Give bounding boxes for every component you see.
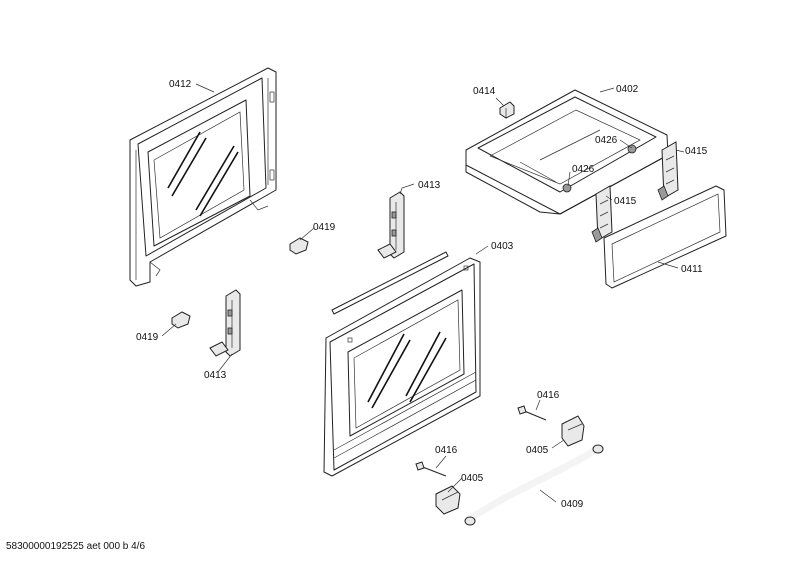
callout-0419-lower: 0419 bbox=[136, 332, 159, 343]
hinge-part-0413-upper bbox=[377, 191, 405, 259]
panel-part-0411 bbox=[603, 185, 727, 289]
end-cap-part-0405-right bbox=[561, 415, 585, 447]
callout-0411: 0411 bbox=[681, 264, 703, 275]
outer-door-part bbox=[323, 257, 481, 477]
hinge-bracket-part-0415-left bbox=[591, 185, 613, 243]
callout-0415-right: 0415 bbox=[685, 146, 708, 157]
callout-0416-right: 0416 bbox=[537, 390, 560, 401]
callout-0412: 0412 bbox=[169, 79, 192, 90]
leader-lines bbox=[161, 83, 685, 503]
callout-0405-left: 0405 bbox=[461, 473, 484, 484]
callout-0403: 0403 bbox=[491, 241, 514, 252]
callout-0413-lower: 0413 bbox=[204, 370, 227, 381]
door-seal-strip bbox=[331, 251, 449, 315]
callout-0405-right: 0405 bbox=[526, 445, 549, 456]
oven-tray-part bbox=[465, 89, 669, 215]
callout-labels: 0412 0414 0402 0426 0426 0415 0415 0413 … bbox=[136, 79, 708, 510]
hinge-bracket-part-0415-right bbox=[657, 141, 679, 201]
screw-part-0416-right bbox=[517, 405, 547, 421]
document-footer-code: 58300000192525 aet 000 b 4/6 bbox=[6, 541, 146, 552]
end-cap-part-0405-left bbox=[435, 485, 461, 515]
callout-0426-lower: 0426 bbox=[572, 164, 595, 175]
hinge-part-0413-lower bbox=[209, 289, 241, 357]
callout-0413-upper: 0413 bbox=[418, 180, 441, 191]
callout-0414: 0414 bbox=[473, 86, 496, 97]
clip-part-0419-lower bbox=[171, 311, 191, 329]
callout-0415-left: 0415 bbox=[614, 196, 637, 207]
callout-0419-upper: 0419 bbox=[313, 222, 336, 233]
small-clip-part-0414 bbox=[499, 101, 515, 119]
handle-bar-part-0409 bbox=[464, 444, 604, 526]
callout-0426-upper: 0426 bbox=[595, 135, 618, 146]
clip-part-0419-upper bbox=[289, 237, 309, 255]
callout-0409: 0409 bbox=[561, 499, 584, 510]
inner-door-frame-part bbox=[129, 67, 277, 287]
callout-0402: 0402 bbox=[616, 84, 639, 95]
screw-part-0416-left bbox=[415, 461, 447, 477]
callout-0416-left: 0416 bbox=[435, 445, 458, 456]
